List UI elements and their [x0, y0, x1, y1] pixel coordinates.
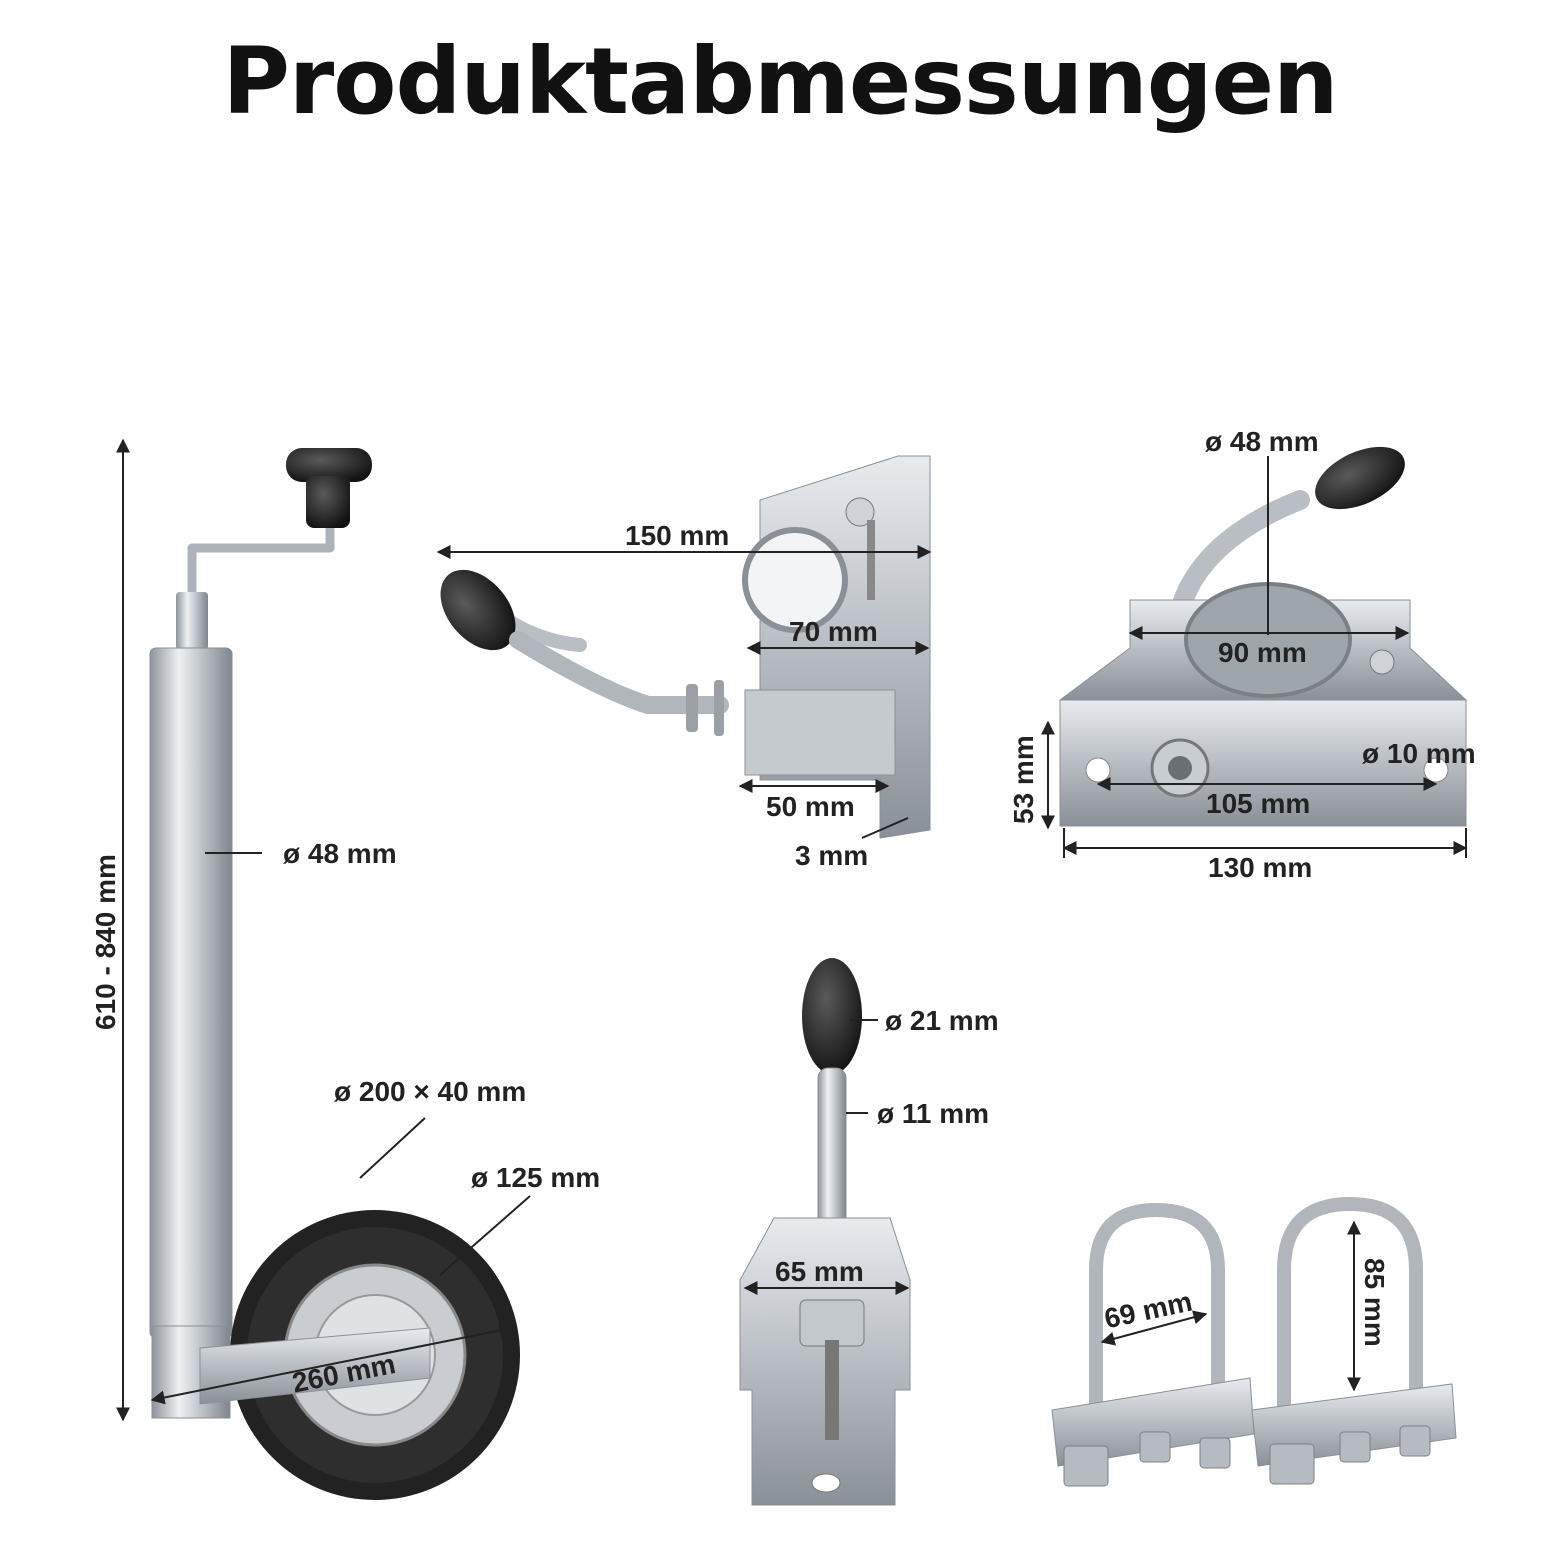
- label-base-width: 50 mm: [766, 791, 855, 822]
- label-wheel-size: ø 200 × 40 mm: [334, 1076, 527, 1107]
- label-rim-diameter: ø 125 mm: [471, 1162, 601, 1193]
- u-bolt-plate-left: [1051, 1377, 1255, 1467]
- label-rod-diameter: ø 11 mm: [877, 1098, 990, 1129]
- crank-knob: [286, 448, 372, 482]
- clamp-handle-knob: [440, 569, 516, 651]
- label-total-length: 150 mm: [625, 520, 730, 551]
- label-plate-width: 130 mm: [1208, 852, 1313, 883]
- label-top-tube-diameter: ø 48 mm: [1205, 426, 1319, 457]
- label-u-bolt-height: 85 mm: [1359, 1258, 1390, 1347]
- page-title: Produktabmessungen: [222, 28, 1339, 135]
- jockey-tube: [149, 647, 233, 1339]
- crank-rod: [187, 528, 335, 600]
- label-tube-diameter: ø 48 mm: [283, 838, 397, 869]
- clamp-base-plate: [1059, 699, 1467, 827]
- label-thickness: 3 mm: [795, 840, 869, 871]
- front-handle-knob: [802, 958, 862, 1074]
- label-hole-spacing: 105 mm: [1206, 788, 1311, 819]
- clamp-top-handle-knob: [1315, 446, 1405, 510]
- u-bolts-drawing: [1051, 1196, 1457, 1487]
- label-height-range: 610 - 840 mm: [90, 854, 121, 1030]
- label-height-53: 53 mm: [1008, 735, 1039, 824]
- label-front-width: 65 mm: [775, 1256, 864, 1287]
- arm-arrow: [150, 1323, 514, 1405]
- u-bolt-width-arrow: [1100, 1310, 1208, 1346]
- label-inner-width: 70 mm: [789, 616, 878, 647]
- jockey-wheel-drawing: [116, 438, 531, 1500]
- clamp-top-drawing: [1041, 446, 1468, 858]
- label-knob-diameter: ø 21 mm: [885, 1005, 999, 1036]
- clamp-side-drawing: [436, 455, 932, 839]
- label-hole-diameter: ø 10 mm: [1362, 738, 1476, 769]
- label-top-width: 90 mm: [1218, 637, 1307, 668]
- clamp-front-drawing: [739, 958, 911, 1506]
